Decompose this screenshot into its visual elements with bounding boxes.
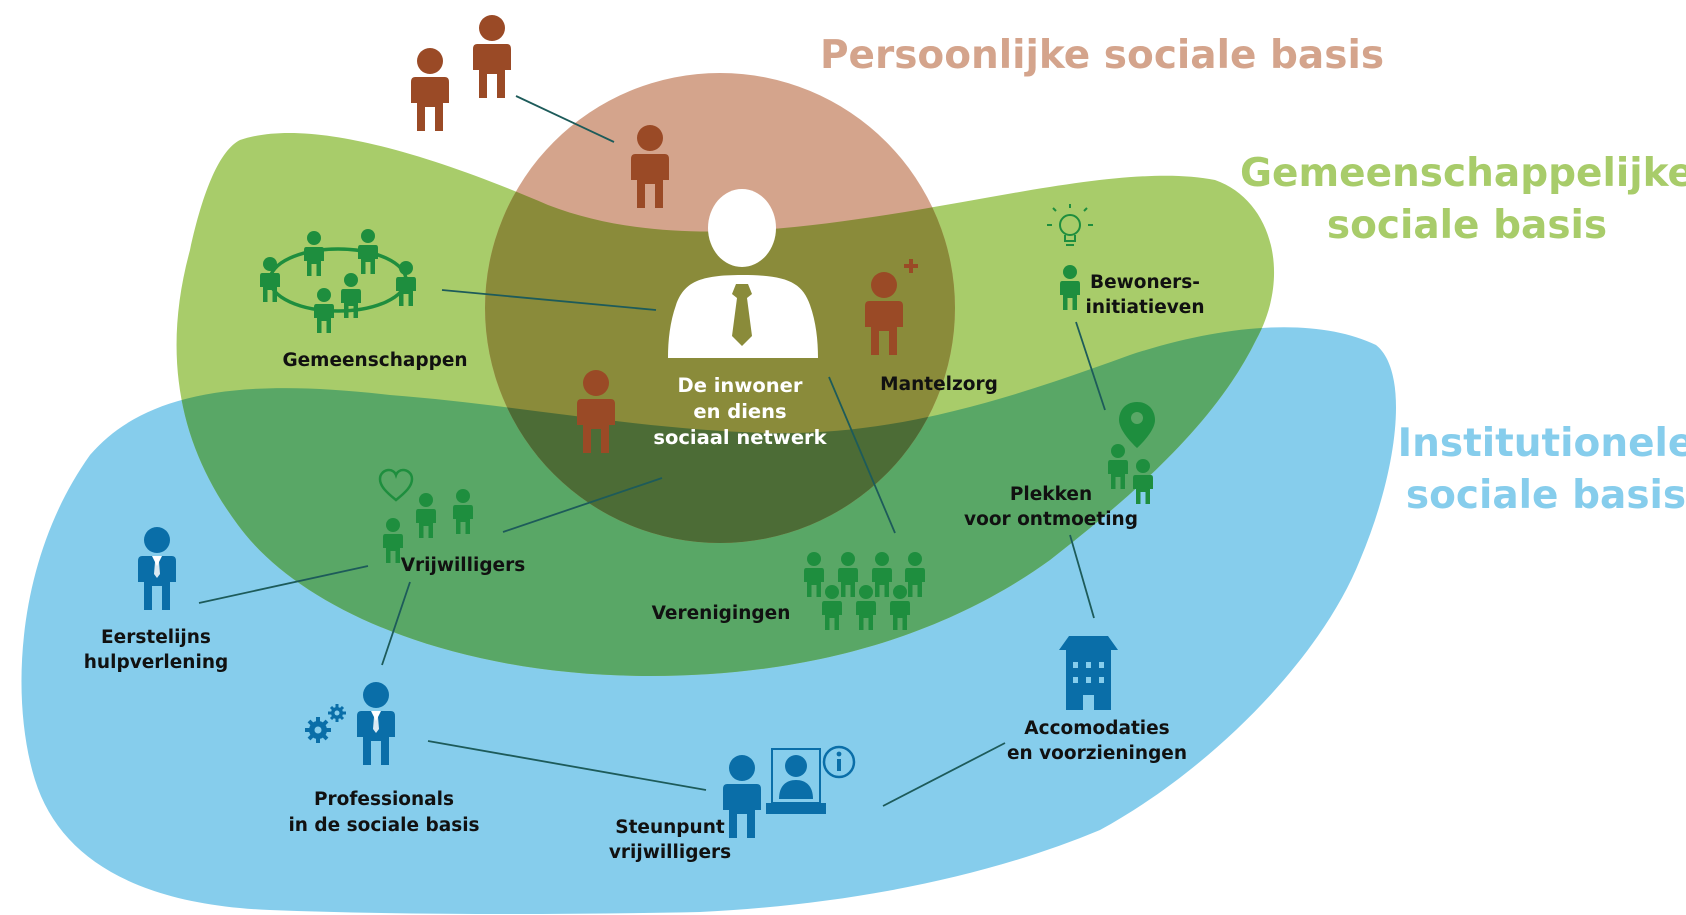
label-plekken-line1: Plekken [1010, 484, 1092, 505]
label-accomodaties-line1: Accomodaties [1024, 718, 1169, 739]
help-desk-icon [766, 748, 826, 814]
title-personal: Persoonlijke sociale basis [820, 33, 1384, 78]
label-eerstelijns-line1: Eerstelijns [101, 627, 211, 648]
label-professionals-line1: Professionals [314, 789, 454, 810]
building-icon [1059, 636, 1118, 710]
label-steunpunt-line2: vrijwilligers [609, 842, 731, 863]
label-accomodaties-line2: en voorzieningen [1007, 743, 1187, 764]
community-group-icon [260, 229, 416, 333]
map-pin-icon [1119, 402, 1155, 448]
label-bewoners-line1: Bewoners- [1090, 272, 1200, 293]
label-verenigingen: Verenigingen [652, 603, 791, 624]
center-label-line1: De inwoner [678, 374, 803, 397]
lightbulb-icon [1047, 204, 1093, 246]
title-communal-line2: sociale basis [1327, 203, 1607, 248]
label-eerstelijns-line2: hulpverlening [84, 652, 228, 673]
title-communal-line1: Gemeenschappelijke [1240, 151, 1686, 196]
resident-person-icon [668, 189, 818, 358]
gears-icon [305, 704, 346, 743]
label-vrijwilligers: Vrijwilligers [401, 555, 526, 576]
info-icon [822, 745, 856, 779]
person-icon [411, 48, 449, 131]
title-institutional-line2: sociale basis [1406, 473, 1686, 518]
title-institutional-line1: Institutionele [1398, 421, 1686, 466]
label-bewoners-line2: initiatieven [1085, 297, 1204, 318]
connector-lines [198, 95, 1106, 807]
center-label-line2: en diens [693, 400, 786, 423]
center-label-line3: sociaal netwerk [653, 426, 827, 449]
label-gemeenschappen: Gemeenschappen [282, 350, 467, 371]
label-professionals-line2: in de sociale basis [288, 815, 479, 836]
label-mantelzorg: Mantelzorg [880, 374, 998, 395]
label-plekken-line2: voor ontmoeting [964, 509, 1138, 530]
plus-icon [904, 259, 918, 273]
person-icon [473, 15, 511, 98]
label-steunpunt-line1: Steunpunt [615, 817, 725, 838]
heart-icon [378, 468, 414, 502]
